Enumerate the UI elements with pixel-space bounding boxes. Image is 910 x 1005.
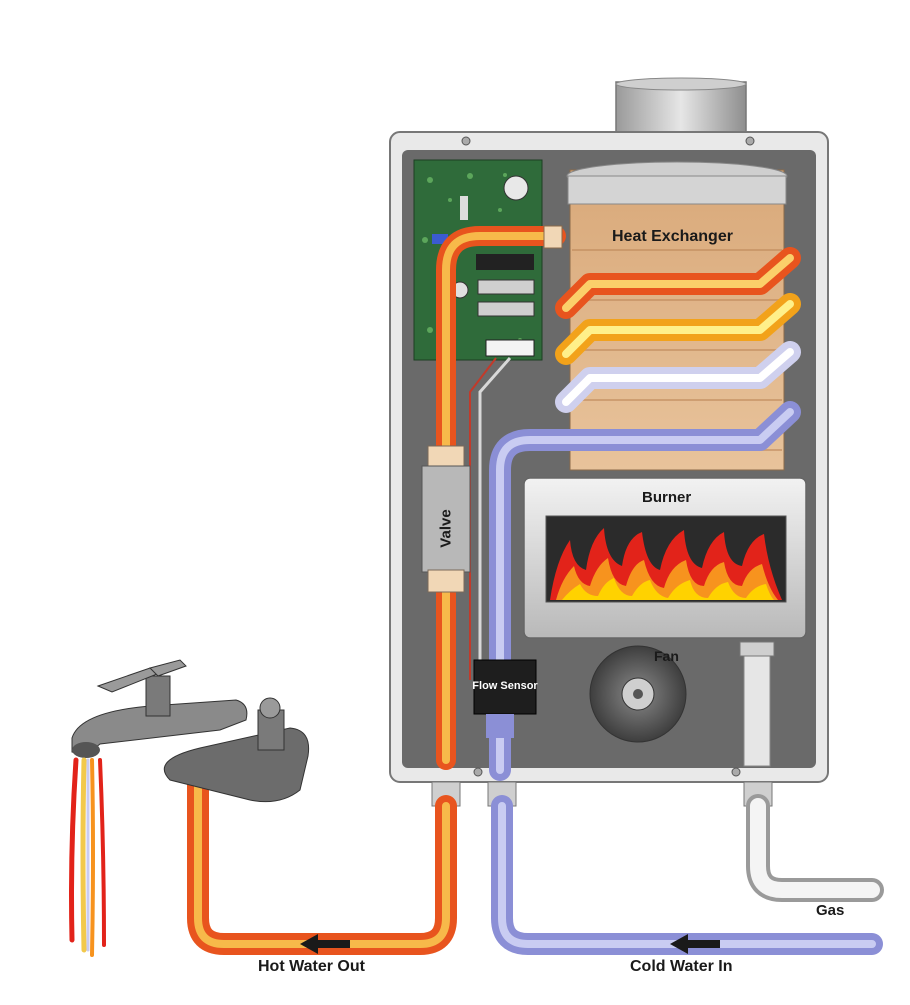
gas-pipe-internal [739, 641, 775, 767]
sensor-wire [478, 357, 512, 680]
exchanger-coils [555, 247, 801, 413]
fan [589, 645, 687, 743]
control-circuit-board [413, 159, 543, 361]
burner-label: Burner [642, 489, 692, 506]
hot-flow-arrow [300, 934, 350, 954]
valve-label: Valve [437, 509, 455, 548]
burner [523, 477, 807, 639]
water-stream [69, 757, 106, 957]
gas-pipe [746, 794, 884, 902]
bottom-fittings [431, 781, 773, 807]
cold-water-in-label: Cold Water In [630, 958, 733, 975]
sensor-wire-red [469, 357, 497, 680]
cold-water-in-pipe [491, 795, 883, 955]
heat-exchanger-label: Heat Exchanger [612, 228, 733, 245]
flow-sensor-label: Flow Sensor [472, 680, 538, 692]
water-valve [421, 445, 471, 593]
cold-flow-arrow [670, 934, 720, 954]
exhaust-vent [615, 77, 747, 141]
faucet [71, 659, 310, 803]
hot-water-out-label: Hot Water Out [258, 958, 365, 975]
hot-water-pipe-internal [436, 225, 566, 770]
fan-label: Fan [654, 648, 679, 664]
cold-water-pipe-internal [489, 401, 801, 781]
heat-exchanger [566, 161, 788, 471]
flames [550, 528, 782, 600]
flow-sensor [473, 659, 537, 738]
gas-label: Gas [816, 902, 845, 919]
